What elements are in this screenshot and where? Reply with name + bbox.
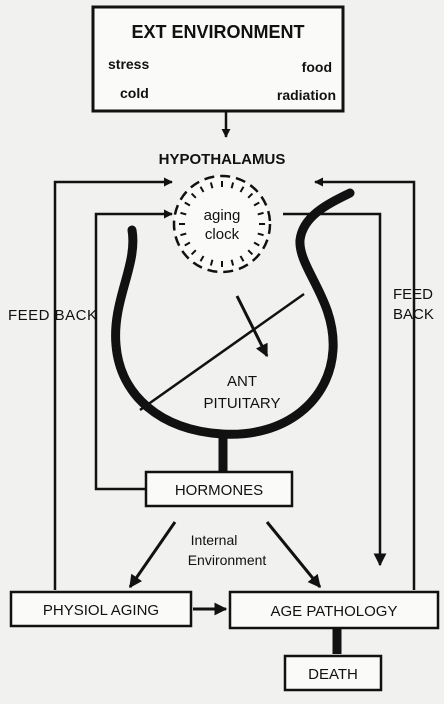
arrow-clock-to-pituitary xyxy=(237,296,267,356)
ant-pituitary-line1: ANT xyxy=(227,373,257,390)
aging-clock: aging clock xyxy=(174,176,270,272)
pituitary-divider xyxy=(140,294,304,410)
ext-environment-title: EXT ENVIRONMENT xyxy=(131,22,304,42)
death-label: DEATH xyxy=(308,666,358,683)
feedback-right-label-line1: FEED xyxy=(393,286,433,303)
feedback-left-label: FEED BACK xyxy=(8,307,98,324)
age-pathology-label: AGE PATHOLOGY xyxy=(271,603,398,620)
factor-stress: stress xyxy=(108,56,149,72)
outer-feedback-left xyxy=(55,182,172,590)
ant-pituitary-line2: PITUITARY xyxy=(204,395,281,412)
internal-environment-line2: Environment xyxy=(188,552,267,568)
arrow-hormones-to-age-pathology xyxy=(267,522,320,587)
inner-feedback-right xyxy=(283,214,380,565)
physiol-aging-label: PHYSIOL AGING xyxy=(43,602,159,619)
internal-environment-line1: Internal xyxy=(191,532,238,548)
arrow-hormones-to-physiol-aging xyxy=(130,522,175,587)
hormones-label: HORMONES xyxy=(175,482,263,499)
outer-feedback-right xyxy=(315,182,414,590)
factor-cold: cold xyxy=(120,85,149,101)
factor-food: food xyxy=(302,59,332,75)
aging-clock-label-line2: clock xyxy=(205,226,240,243)
feedback-right-label-line2: BACK xyxy=(393,306,434,323)
hypothalamus-label: HYPOTHALAMUS xyxy=(159,151,286,168)
ext-environment-box: EXT ENVIRONMENT stress food cold radiati… xyxy=(93,7,343,111)
factor-radiation: radiation xyxy=(277,87,336,103)
aging-clock-label-line1: aging xyxy=(204,207,241,224)
